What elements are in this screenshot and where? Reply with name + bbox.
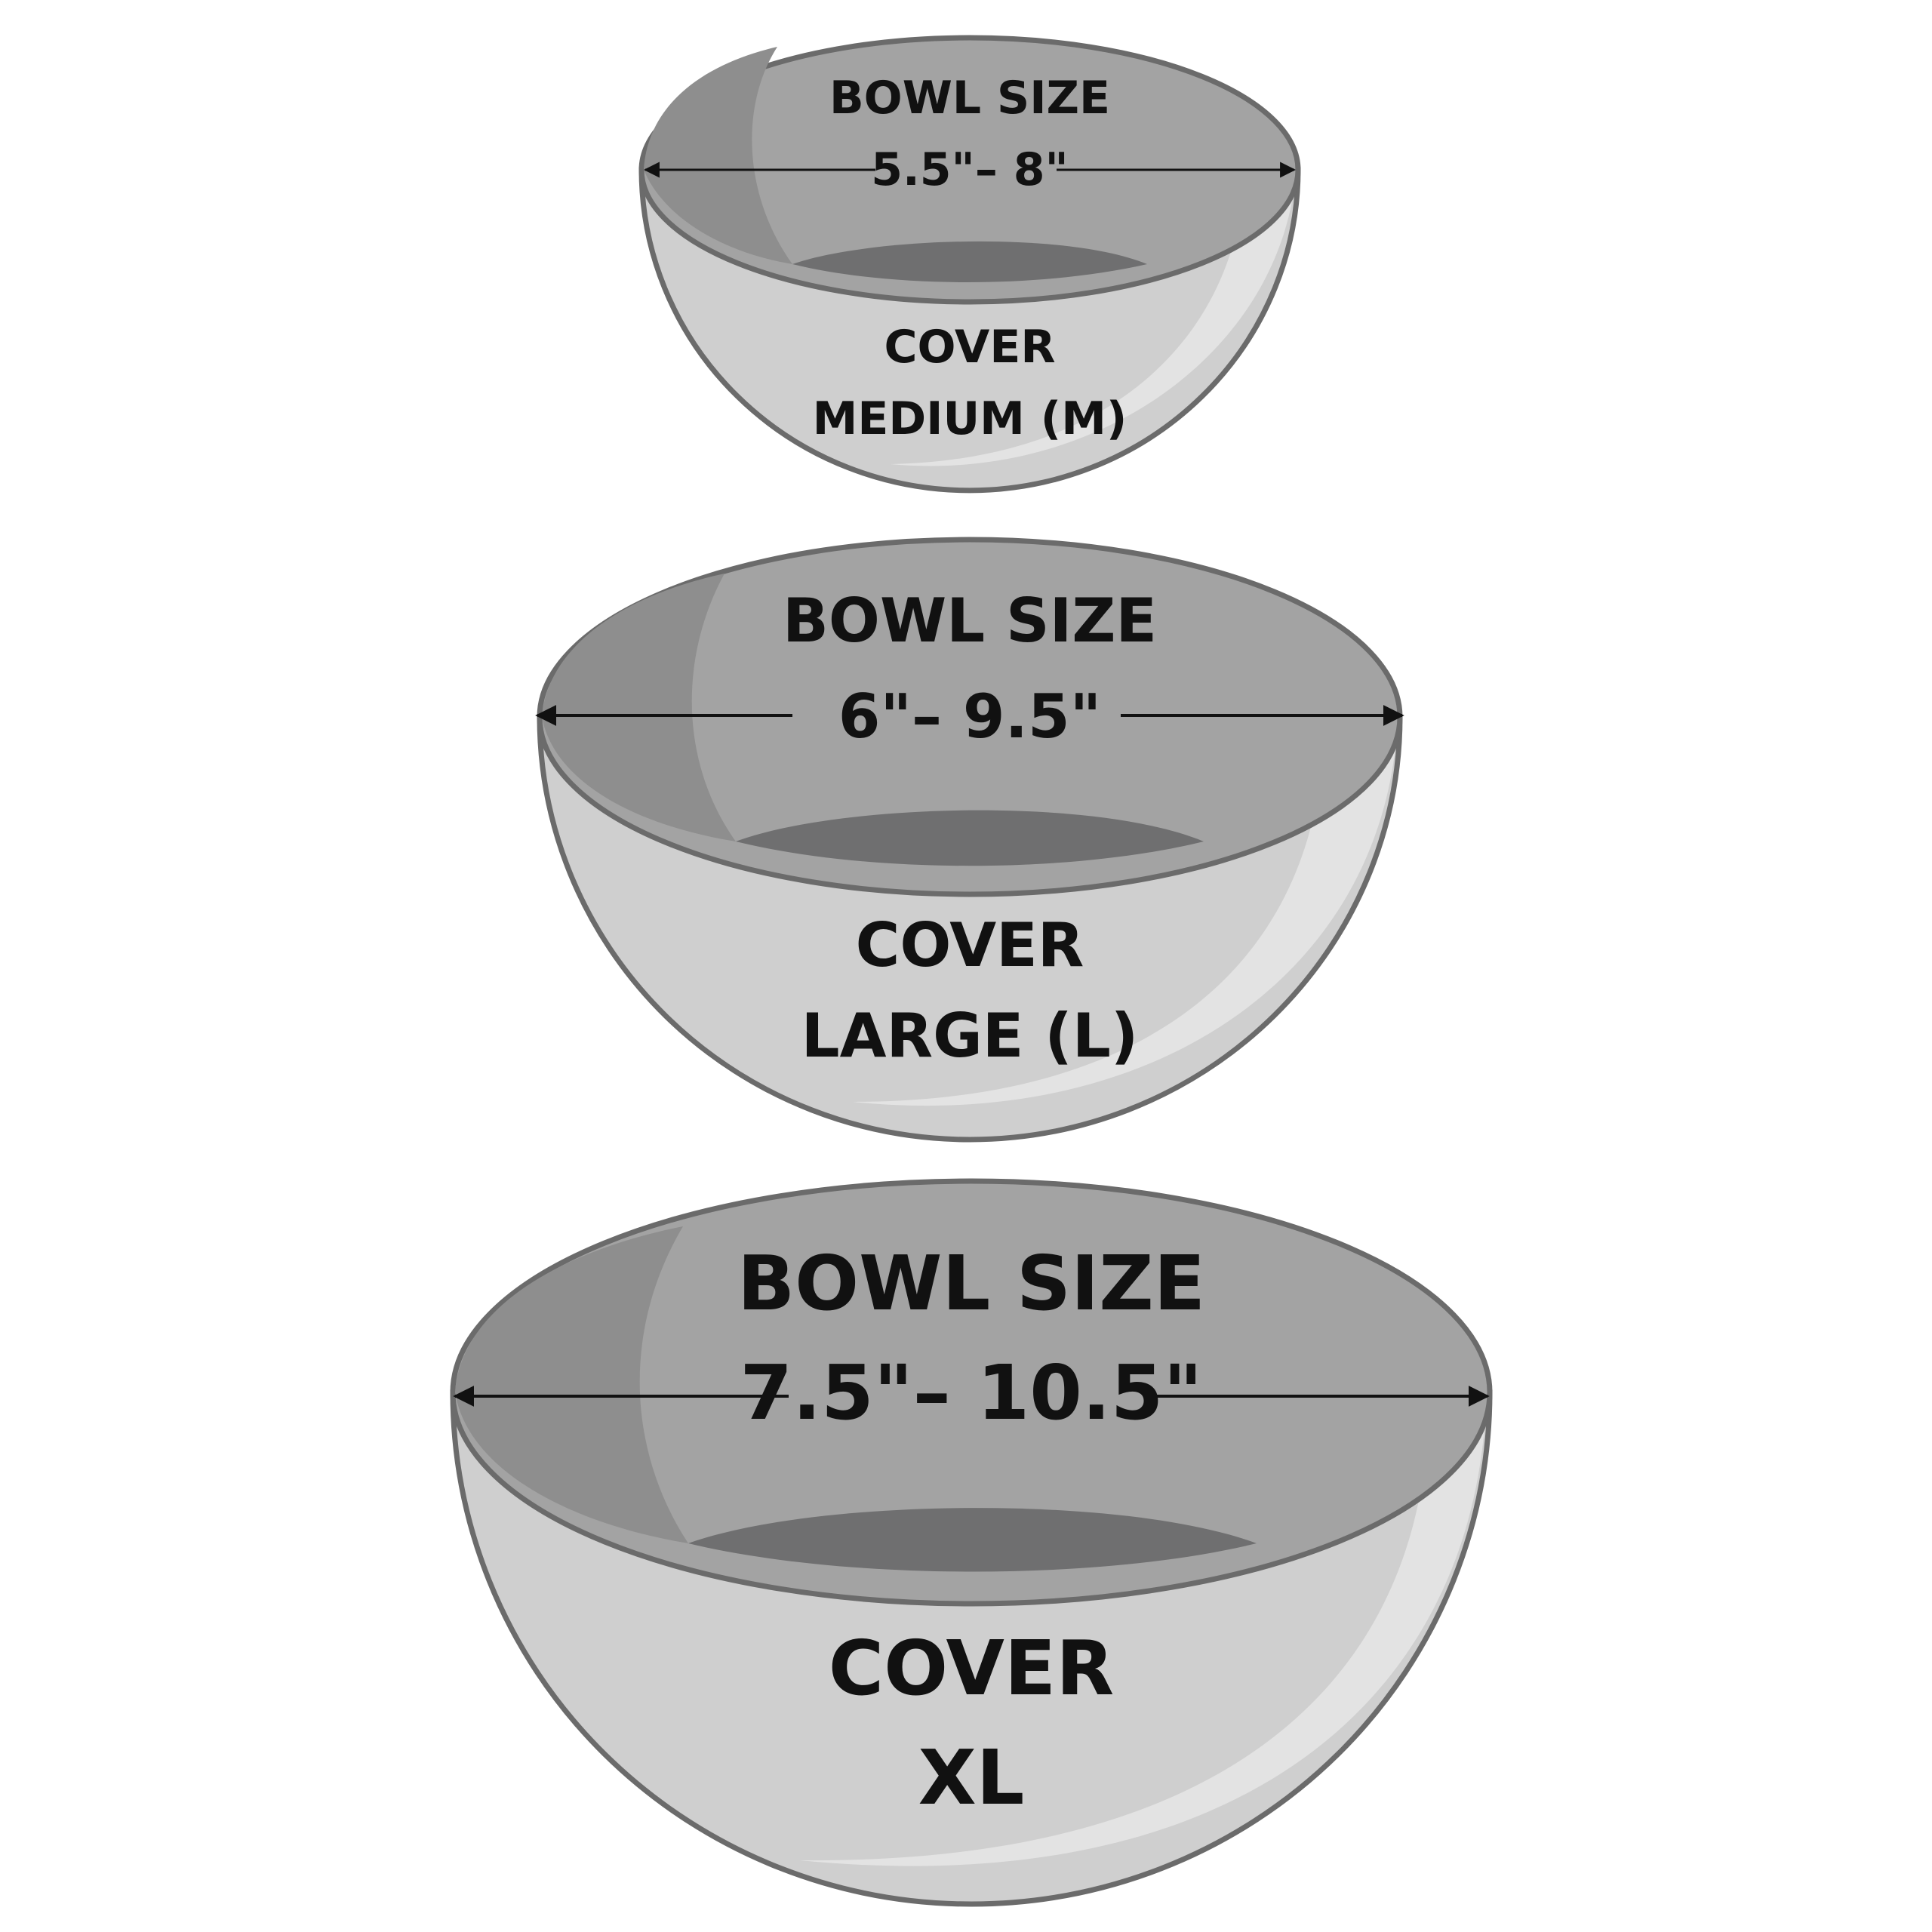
bowl-large-cover-heading: COVER (856, 910, 1084, 980)
bowl-large-size-heading: BOWL SIZE (783, 586, 1157, 656)
bowl-xl-size-heading: BOWL SIZE (737, 1239, 1205, 1327)
bowl-xl: BOWL SIZE 7.5"– 10.5" COVER XL (450, 1178, 1493, 1907)
bowl-large-cover-size: LARGE (L) (801, 1001, 1139, 1071)
bowl-large: BOWL SIZE 6"– 9.5" COVER LARGE (L) (535, 537, 1404, 1143)
bowl-xl-size-range: 7.5"– 10.5" (740, 1349, 1203, 1437)
bowl-large-size-range: 6"– 9.5" (838, 681, 1102, 752)
bowl-medium: BOWL SIZE 5.5"– 8" COVER MEDIUM (M) (638, 35, 1301, 494)
bowl-medium-highlight (891, 181, 1295, 466)
bowl-large-highlight (853, 740, 1396, 1106)
bowl-medium-bottom (792, 241, 1147, 282)
bowl-xl-cover-heading: COVER (829, 1624, 1114, 1712)
bowl-medium-cover-heading: COVER (884, 321, 1055, 374)
bowl-large-inner-shadow (542, 574, 736, 841)
bowl-medium-arrow-gap (875, 149, 1057, 190)
bowl-medium-inner-shadow (644, 47, 792, 264)
bowl-xl-cover-size: XL (918, 1734, 1025, 1822)
bowl-medium-size-heading: BOWL SIZE (829, 72, 1110, 125)
bowl-xl-bottom (688, 1508, 1257, 1572)
bowl-xl-inner-shadow (455, 1226, 688, 1543)
bowl-medium-cover-size: MEDIUM (M) (813, 392, 1128, 445)
bowl-large-bottom (736, 810, 1204, 866)
bowl-xl-arrow-gap (789, 1370, 1151, 1423)
bowl-medium-size-range: 5.5"– 8" (871, 143, 1068, 196)
